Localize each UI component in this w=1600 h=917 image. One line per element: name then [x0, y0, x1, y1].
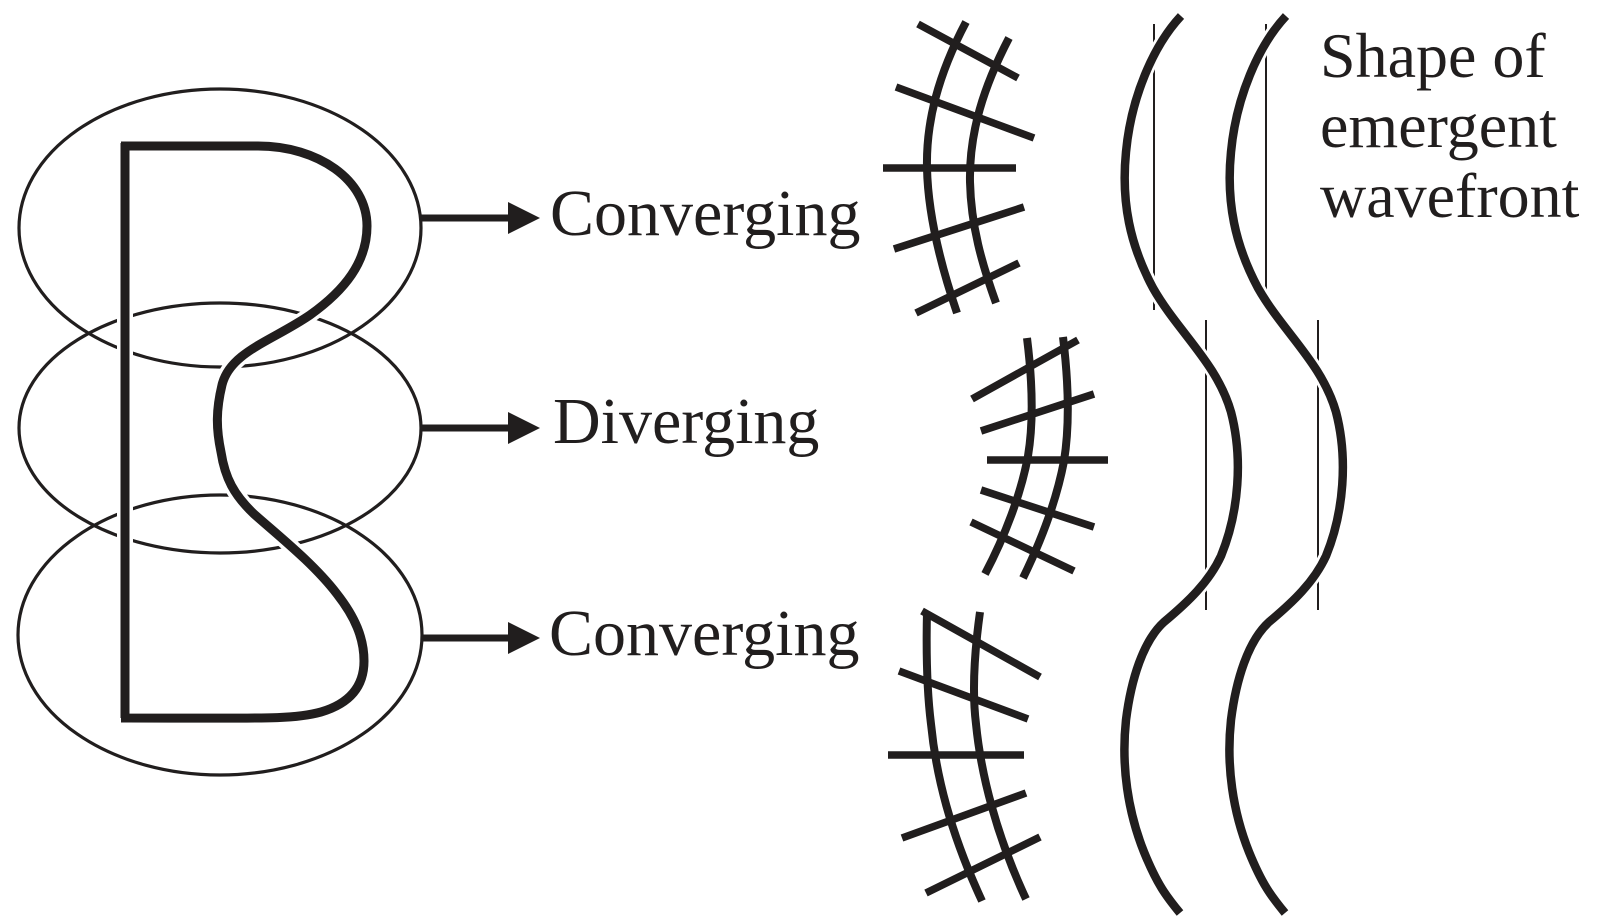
- bottom-lens-ellipse: [16, 493, 424, 777]
- plane-reference-lines: [1153, 24, 1319, 610]
- b-shape-outline: [120, 141, 372, 723]
- emergent-wavefront-right: [1225, 13, 1348, 916]
- b-shape-casing: [117, 138, 375, 727]
- arrowhead-icon: [508, 412, 540, 444]
- caption-line-2: emergent: [1320, 90, 1557, 161]
- emergent-wavefronts: [1117, 11, 1350, 917]
- top-lens-ellipse: [17, 87, 423, 369]
- label-diverging-middle: Diverging: [553, 385, 820, 458]
- label-converging-bottom: Converging: [549, 597, 860, 670]
- emergent-wavefront-left-casing: [1117, 11, 1245, 917]
- label-arrows: [421, 202, 540, 654]
- bottom-converging-arrow: [423, 622, 540, 654]
- caption-line-3: wavefront: [1320, 160, 1580, 231]
- label-converging-top: Converging: [550, 177, 861, 250]
- converging-ray-grid-top: [883, 20, 1036, 317]
- converging-ray-lines: [883, 20, 1036, 317]
- emergent-wavefront-left: [1120, 13, 1243, 916]
- b-lens-figure: [16, 87, 424, 777]
- diverging-ray-grid-middle: [969, 336, 1108, 580]
- converging-ray-lines: [888, 607, 1042, 897]
- top-converging-arrow: [421, 202, 540, 234]
- emergent-wavefront-caption: Shape of emergent wavefront: [1320, 21, 1579, 231]
- arrowhead-icon: [508, 622, 540, 654]
- arrowhead-icon: [508, 202, 540, 234]
- wavefront-arc-lines: [922, 611, 1030, 903]
- middle-diverging-arrow: [421, 412, 540, 444]
- converging-ray-grid-bottom: [888, 607, 1042, 903]
- caption-line-1: Shape of: [1320, 20, 1546, 91]
- diverging-ray-lines: [969, 336, 1108, 575]
